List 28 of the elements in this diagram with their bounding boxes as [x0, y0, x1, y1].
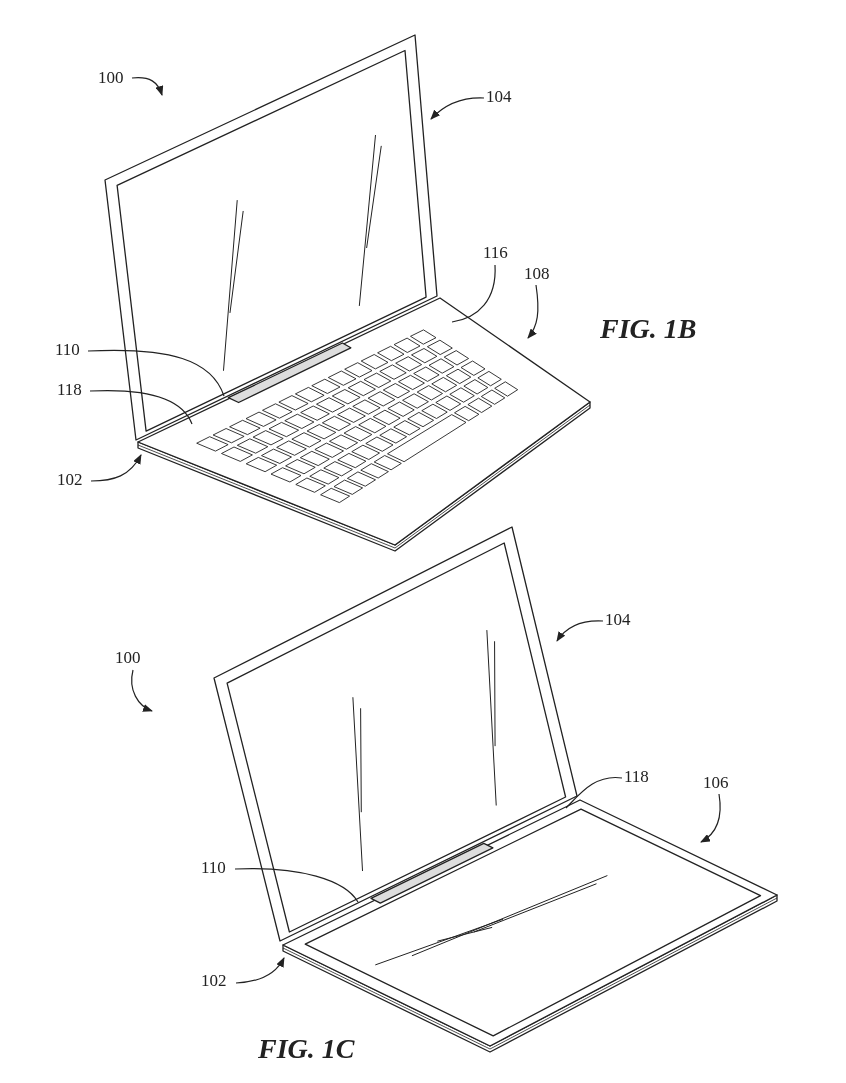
figure-caption: FIG. 1C: [258, 1033, 355, 1065]
callout-number: 106: [703, 773, 729, 793]
leader-line: [89, 389, 193, 425]
callout-number: 100: [115, 648, 141, 668]
arrow: [430, 97, 485, 120]
callout-number: 110: [55, 340, 80, 360]
callout-number: 108: [524, 264, 550, 284]
arrow: [235, 957, 285, 984]
arrow: [556, 620, 604, 642]
callout-number: 110: [201, 858, 226, 878]
arrow: [90, 454, 142, 482]
arrow: [527, 284, 539, 339]
arrow: [131, 77, 163, 96]
callout-number: 100: [98, 68, 124, 88]
leader-line: [234, 868, 359, 903]
arrow: [700, 793, 721, 843]
callout-number: 102: [57, 470, 83, 490]
arrow: [131, 669, 153, 712]
callout-number: 116: [483, 243, 508, 263]
leader-line: [565, 776, 623, 809]
callout-number: 104: [605, 610, 631, 630]
callout-number: 102: [201, 971, 227, 991]
leader-line: [87, 349, 225, 397]
callout-number: 118: [624, 767, 649, 787]
callout-number: 118: [57, 380, 82, 400]
figure-caption: FIG. 1B: [600, 313, 697, 345]
callout-number: 104: [486, 87, 512, 107]
leader-line: [451, 264, 496, 323]
